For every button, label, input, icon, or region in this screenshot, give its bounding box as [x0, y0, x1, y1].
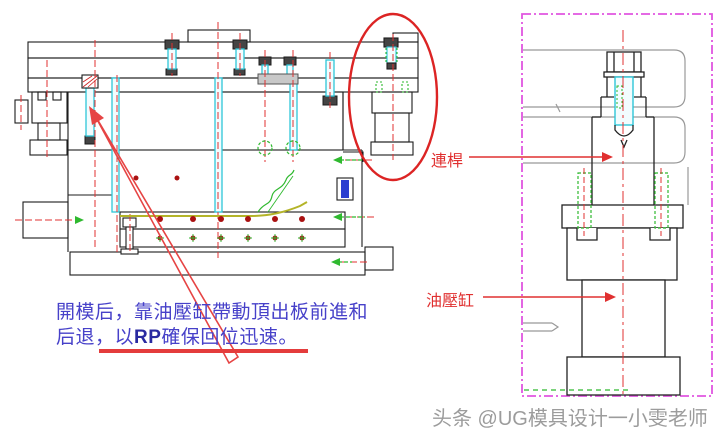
stud-centerlines [583, 168, 662, 236]
return-pin-head [81, 74, 99, 89]
rod-bolt-tip [614, 125, 634, 149]
detail-view-border [521, 13, 713, 397]
connecting-rod-arrowhead [602, 152, 613, 162]
support-pin [336, 177, 354, 201]
cylinder-in-main-view [370, 37, 414, 156]
stripper-line-yellow [120, 201, 308, 217]
pin-cross-marks [156, 234, 306, 242]
background-plates-gray [523, 49, 689, 332]
annotation-line2: 后退，以RP確保回位迅速。 [56, 327, 298, 348]
label-connecting-rod: 連桿 [431, 153, 464, 170]
green-details [75, 140, 365, 266]
cylinder-arrowhead [605, 292, 616, 302]
watermark-text: 头条 @UG模具设计一小雯老师 [432, 408, 708, 430]
rod-bolt-thread-green [616, 85, 623, 109]
label-hydraulic-cylinder: 油壓缸 [426, 293, 475, 310]
label-arrows [469, 152, 616, 302]
annotation-rp: RP [134, 327, 162, 348]
highlight-ellipse [347, 12, 439, 182]
assembly-plates [14, 29, 419, 276]
connecting-rod [591, 51, 655, 205]
annotation-line1: 開模后，靠油壓缸帶動頂出板前進和 [56, 302, 369, 323]
annotation-note: 開模后，靠油壓缸帶動頂出板前進和 后退，以RP確保回位迅速。 [56, 300, 376, 350]
molded-part-curve [257, 169, 295, 213]
note-leader-arrow [89, 106, 240, 365]
rod-bolt-shaft [614, 76, 634, 126]
insert-bar [257, 73, 299, 85]
red-underline [99, 349, 308, 353]
